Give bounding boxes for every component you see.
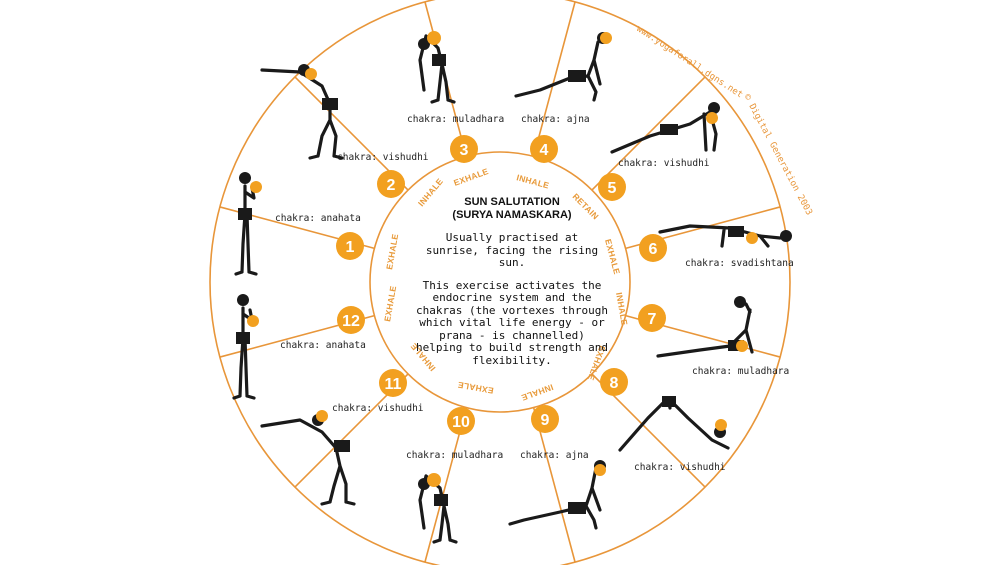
chakra-label-9: chakra: ajna — [520, 450, 589, 461]
chakra-label-11: chakra: vishudhi — [332, 403, 424, 414]
intro-paragraph: Usually practised at sunrise, facing the… — [425, 231, 599, 269]
pose-badge-3: 3 — [450, 135, 478, 163]
pose-badge-1: 1 — [336, 232, 364, 260]
svg-text:12: 12 — [342, 313, 360, 330]
chakra-label-8: chakra: vishudhi — [634, 462, 726, 473]
chakra-label-6: chakra: svadishtana — [685, 258, 794, 269]
sector-divider — [591, 76, 706, 191]
svg-text:9: 9 — [541, 412, 550, 429]
pose-badge-4: 4 — [530, 135, 558, 163]
pose-figure-1 — [234, 172, 262, 276]
svg-text:3: 3 — [460, 142, 469, 159]
chakra-label-1: chakra: anahata — [275, 213, 361, 224]
pose-figure-9 — [508, 460, 606, 530]
svg-text:1: 1 — [346, 239, 355, 256]
breath-label: EXHALE — [457, 380, 494, 396]
pose-badge-2: 2 — [377, 170, 405, 198]
breath-label: INHALE — [520, 382, 555, 403]
pose-figure-3 — [418, 31, 456, 104]
pose-badge-11: 11 — [379, 369, 407, 397]
svg-text:7: 7 — [648, 311, 657, 328]
sector-divider — [532, 407, 576, 563]
chakra-label-3: chakra: muladhara — [407, 114, 504, 125]
center-description: SUN SALUTATION (SURYA NAMASKARA) Usually… — [392, 196, 632, 367]
pose-badge-5: 5 — [598, 173, 626, 201]
chakra-label-5: chakra: vishudhi — [618, 158, 710, 169]
chakra-label-2: chakra: vishudhi — [337, 152, 429, 163]
chakra-label-12: chakra: anahata — [280, 340, 366, 351]
pose-figure-2 — [260, 64, 344, 160]
pose-figure-7 — [656, 296, 754, 358]
breath-label: EXHALE — [452, 166, 490, 188]
pose-badge-12: 12 — [337, 306, 365, 334]
diagram-title-line1: SUN SALUTATION — [464, 196, 560, 208]
chakra-label-7: chakra: muladhara — [692, 366, 789, 377]
chakra-label-4: chakra: ajna — [521, 114, 590, 125]
svg-text:5: 5 — [608, 180, 617, 197]
pose-figure-11 — [260, 410, 356, 506]
pose-figure-8 — [618, 396, 730, 452]
svg-text:10: 10 — [452, 414, 470, 431]
pose-badge-6: 6 — [639, 234, 667, 262]
svg-text:6: 6 — [649, 241, 658, 258]
pose-figure-5 — [610, 102, 720, 154]
svg-text:8: 8 — [610, 375, 619, 392]
svg-text:4: 4 — [540, 142, 549, 159]
chakra-label-10: chakra: muladhara — [406, 450, 503, 461]
pose-badge-8: 8 — [600, 368, 628, 396]
outer-ring — [209, 0, 791, 565]
description-paragraph: This exercise activates the endocrine sy… — [415, 278, 609, 367]
pose-badge-7: 7 — [638, 304, 666, 332]
diagram-title-line2: (SURYA NAMASKARA) — [452, 209, 572, 221]
pose-figure-6 — [658, 224, 792, 248]
pose-figure-12 — [232, 294, 259, 400]
pose-badge-9: 9 — [531, 405, 559, 433]
breath-label: INHALE — [515, 172, 550, 190]
sector-divider — [532, 1, 576, 157]
svg-text:2: 2 — [387, 177, 396, 194]
pose-figure-10 — [418, 473, 458, 544]
website-credit: www.yogaforall.dgns.net — [634, 24, 744, 100]
pose-badge-10: 10 — [447, 407, 475, 435]
svg-text:11: 11 — [385, 376, 402, 393]
pose-figure-4 — [514, 32, 612, 102]
inner-ring — [369, 151, 631, 413]
